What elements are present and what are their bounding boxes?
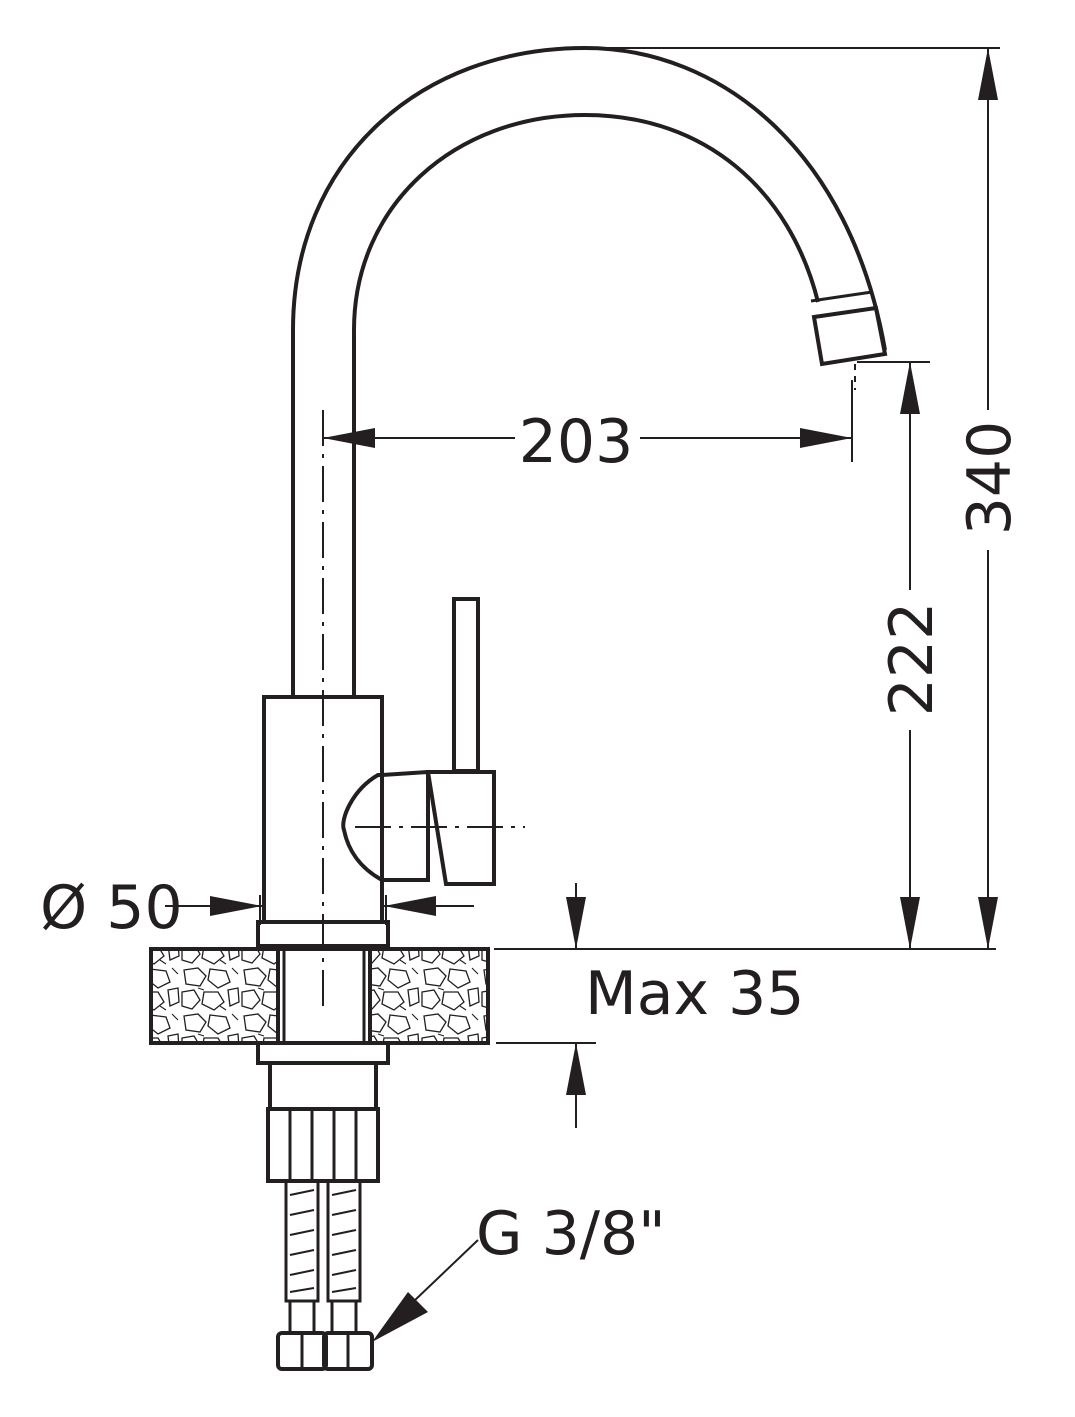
mounting-washer (256, 1041, 390, 1065)
arrowhead (210, 896, 262, 916)
arrowhead (566, 1043, 586, 1095)
arrowhead (372, 1292, 428, 1342)
arrowhead (978, 48, 998, 100)
arrowhead (900, 897, 920, 949)
dimension-spout-reach: 203 (323, 380, 853, 477)
arrowhead (566, 897, 586, 949)
label-body-diameter: Ø 50 (40, 873, 183, 943)
hose-right-neck (330, 1299, 358, 1335)
label-spout-height: 222 (877, 602, 947, 717)
mounting-hardware (256, 1041, 390, 1183)
dimension-countertop-thickness: Max 35 (496, 883, 804, 1128)
dimension-spout-height: 222 (857, 361, 947, 949)
dimension-total-height: 340 (494, 47, 1025, 950)
callout-hose-connection: G 3/8" (372, 1199, 666, 1342)
label-spout-reach: 203 (519, 407, 634, 477)
aerator-ring (810, 290, 873, 303)
mounting-sleeve (268, 1061, 378, 1111)
label-total-height: 340 (955, 421, 1025, 536)
aerator-tip (811, 305, 888, 367)
countertop-section (149, 947, 490, 1045)
arrowhead (900, 362, 920, 414)
label-hose-connection: G 3/8" (476, 1199, 666, 1269)
hose-left-neck (288, 1299, 316, 1335)
label-max-countertop: Max 35 (585, 959, 804, 1029)
lever-base (425, 770, 496, 886)
mounting-nut (266, 1107, 380, 1183)
arrowhead (978, 897, 998, 949)
dimension-body-diameter: Ø 50 (40, 873, 474, 943)
spout (291, 45, 888, 697)
supply-hoses (276, 1179, 374, 1371)
center-lines (322, 364, 856, 1010)
spout-outer-contour (291, 45, 887, 697)
countertop-right (368, 947, 490, 1045)
spout-inner-contour (352, 112, 820, 697)
countertop-left (149, 947, 280, 1045)
arrowhead (323, 428, 375, 448)
lever-stick (452, 597, 480, 773)
arrowhead (384, 896, 436, 916)
lever-handle (341, 597, 496, 886)
hose-left (284, 1179, 320, 1303)
arrowhead (800, 428, 852, 448)
hose-right (326, 1179, 362, 1303)
